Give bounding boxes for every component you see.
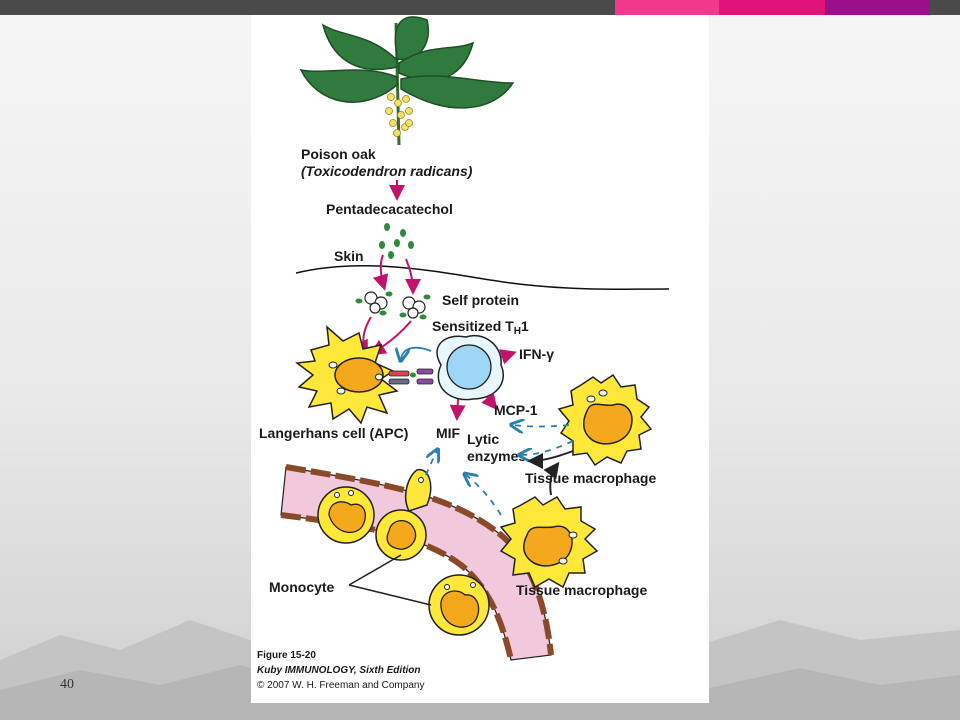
sensitized-th1-label: Sensitized TH1 xyxy=(432,318,529,337)
book-title: Kuby IMMUNOLOGY, Sixth Edition xyxy=(257,665,421,676)
dth-diagram: Poison oak (Toxicodendron radicans) Pent… xyxy=(257,16,670,691)
arrow-black-lytic xyxy=(527,450,574,469)
self-protein-label: Self protein xyxy=(442,292,519,308)
self-protein-complex-right xyxy=(399,294,431,320)
mif-label: MIF xyxy=(436,425,461,441)
arrow-to-mif xyxy=(449,398,466,421)
self-protein-complex-left xyxy=(355,291,393,316)
tissue-macrophage-bottom-label: Tissue macrophage xyxy=(516,582,647,598)
ifn-gamma-label: IFN-γ xyxy=(519,346,554,362)
langerhans-cell xyxy=(295,325,399,425)
accent-stripe-3 xyxy=(825,0,930,15)
monocyte-3 xyxy=(428,574,490,636)
enzymes-label: enzymes xyxy=(467,448,526,464)
slide-number: 40 xyxy=(60,677,74,692)
figure-panel: Poison oak (Toxicodendron radicans) Pent… xyxy=(251,15,709,703)
monocyte-1 xyxy=(317,486,375,544)
monocyte-label: Monocyte xyxy=(269,579,335,595)
tissue-macrophage-bottom xyxy=(499,496,599,589)
monocyte-2 xyxy=(375,469,432,561)
tissue-macrophage-top-label: Tissue macrophage xyxy=(525,470,656,486)
mcp1-label: MCP-1 xyxy=(494,402,538,418)
monocyte-pointer-1 xyxy=(348,554,402,586)
arrow-blue-mcp-top xyxy=(521,440,574,455)
arrow-skin-right xyxy=(404,258,421,295)
figure-number: Figure 15-20 xyxy=(257,650,316,661)
arrow-black-macrophage-up xyxy=(543,461,560,496)
arrow-th1-to-apc xyxy=(401,346,432,359)
accent-stripe-1 xyxy=(615,0,719,15)
catechol-molecules xyxy=(379,223,414,259)
accent-stripe-2 xyxy=(719,0,825,15)
arrow-blue-mcp-mid xyxy=(513,425,570,427)
arrow-to-mcp1 xyxy=(481,392,498,411)
skin-label: Skin xyxy=(334,248,364,264)
arrow-to-ifn xyxy=(499,349,517,365)
monocyte-pointer-2 xyxy=(348,584,432,606)
species-label: (Toxicodendron radicans) xyxy=(301,163,473,179)
lytic-label: Lytic xyxy=(467,431,499,447)
sensitized-th1-cell xyxy=(436,334,504,401)
skin-surface-line xyxy=(295,265,670,290)
langerhans-label: Langerhans cell (APC) xyxy=(259,425,408,441)
mhc-tcr-contact xyxy=(388,368,434,385)
copyright: © 2007 W. H. Freeman and Company xyxy=(257,680,424,691)
arrow-blue-macrophage-bottom xyxy=(466,475,502,516)
poison-oak-plant xyxy=(299,16,515,146)
arrow-skin-left xyxy=(372,254,389,291)
arrow-blue-monocyte xyxy=(425,451,437,476)
pentadecacatechol-label: Pentadecacatechol xyxy=(326,201,453,217)
poison-oak-label: Poison oak xyxy=(301,146,376,162)
tissue-macrophage-top xyxy=(557,373,653,467)
